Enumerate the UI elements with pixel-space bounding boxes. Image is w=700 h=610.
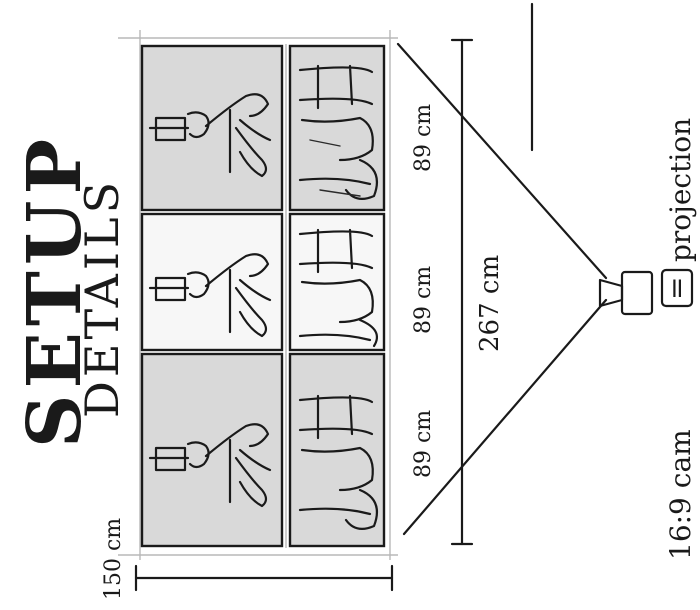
width-dimension: 150 cm: [101, 518, 394, 600]
panel-height-label-right: 89 cm: [411, 104, 436, 172]
title-line1: SETUP: [12, 133, 98, 448]
panel-height-label-left: 89 cm: [411, 410, 436, 478]
title: SETUP DETAILS: [12, 133, 129, 448]
figure-sketch-bottom: [148, 394, 378, 531]
equals-symbol: =: [660, 277, 693, 300]
figure-sketch-middle: [148, 228, 378, 348]
frame-guides: [118, 30, 398, 560]
panel-middle-top: [140, 212, 284, 352]
equals-box: =: [660, 268, 694, 308]
panel-height-label-middle: 89 cm: [411, 266, 436, 334]
height-dimension: 267 cm: [450, 38, 505, 546]
camera-icon: [598, 270, 654, 316]
figure-sketch-top: [148, 64, 378, 201]
camera-label: 16:9 cam: [664, 429, 697, 560]
title-line2: DETAILS: [75, 178, 129, 418]
width-label: 150 cm: [101, 518, 126, 600]
projection-cone: [396, 42, 608, 536]
projection-label: projection: [664, 118, 697, 262]
height-label: 267 cm: [475, 255, 505, 352]
